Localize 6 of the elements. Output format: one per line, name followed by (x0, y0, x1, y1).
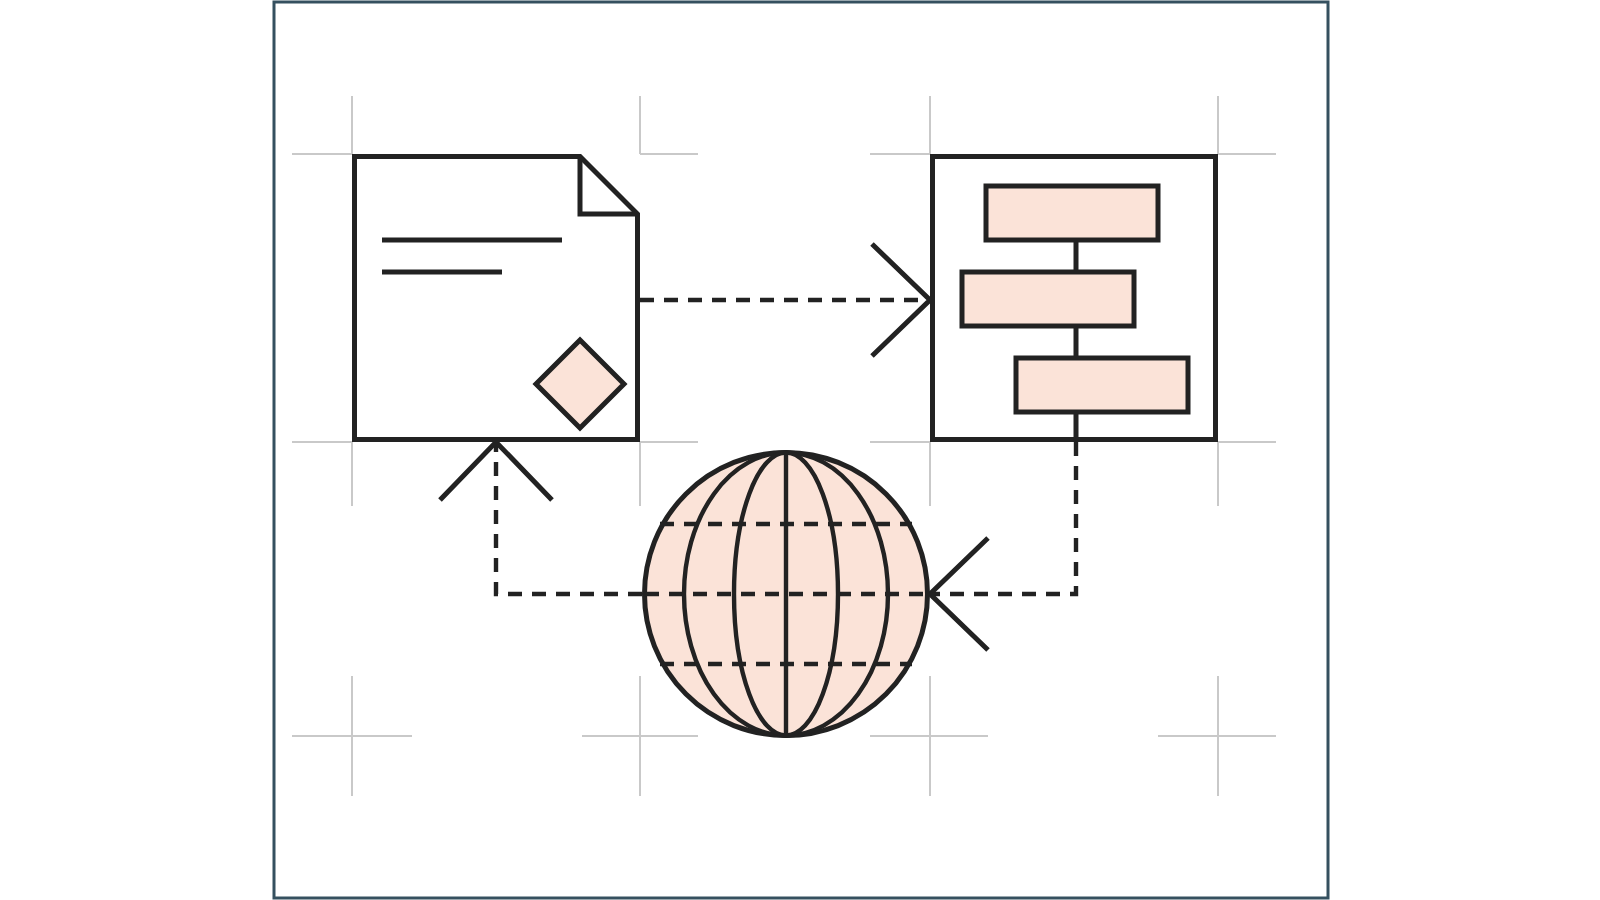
dashed-arrow (640, 241, 933, 359)
dashed-arrow (437, 439, 642, 597)
dashed-arrow (927, 442, 1079, 653)
document-illustration (352, 154, 640, 442)
globe-illustration (642, 450, 930, 738)
org-chart-illustration (930, 154, 1218, 442)
